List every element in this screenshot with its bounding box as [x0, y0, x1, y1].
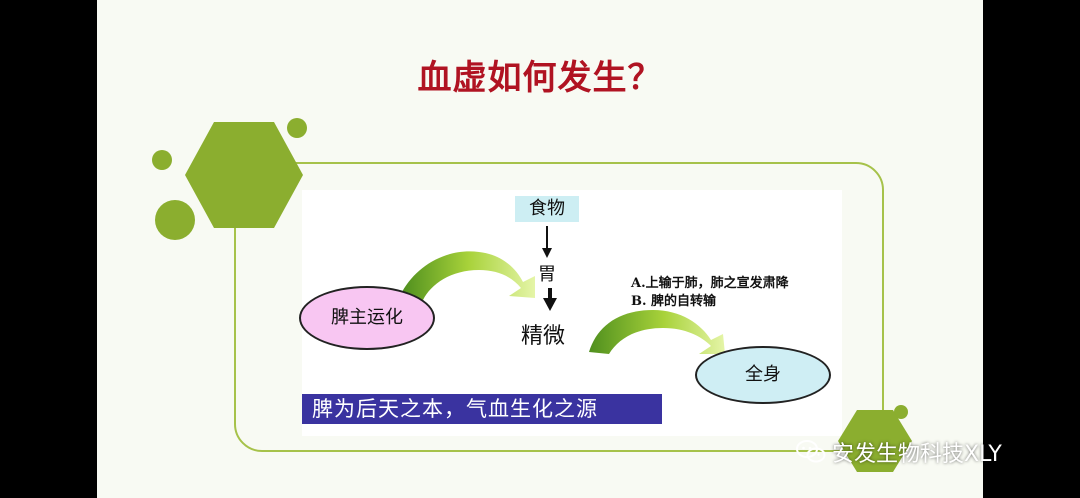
decor-circle-large-left [155, 200, 195, 240]
note-b: B. 脾的自转输 [631, 294, 717, 309]
node-stomach: 胃 [538, 264, 556, 285]
slide-title: 血虚如何发生？ [417, 58, 663, 98]
watermark: 安发生物科技XLY [796, 436, 1002, 468]
wechat-icon [796, 440, 826, 463]
slide: 血虚如何发生？ 食物 [97, 0, 983, 498]
node-essence: 精微 [521, 324, 566, 349]
curved-arrow-spleen-to-stomach [402, 251, 535, 300]
decor-hexagon-large [185, 122, 303, 228]
note-a: A.上输于肺，肺之宣发肃降 [631, 276, 789, 291]
curved-arrow-essence-to-body [589, 310, 725, 354]
decor-hexagon-small [838, 410, 912, 472]
content-frame [234, 162, 884, 452]
arrow-stomach-to-essence-head [543, 298, 557, 311]
ellipse-spleen: 脾主运化 [299, 286, 435, 350]
decor-circle-small-top [287, 118, 307, 138]
diagram-shapes [185, 122, 912, 472]
banner-spleen-origin: 脾为后天之本，气血生化之源 [302, 394, 662, 424]
decor-circle-small-right [894, 405, 908, 419]
decor-circle-small-left [152, 150, 172, 170]
watermark-text: 安发生物科技XLY [832, 442, 1002, 467]
ellipse-whole-body: 全身 [695, 346, 831, 404]
arrow-food-to-stomach-head [542, 248, 552, 258]
node-food: 食物 [515, 196, 579, 222]
